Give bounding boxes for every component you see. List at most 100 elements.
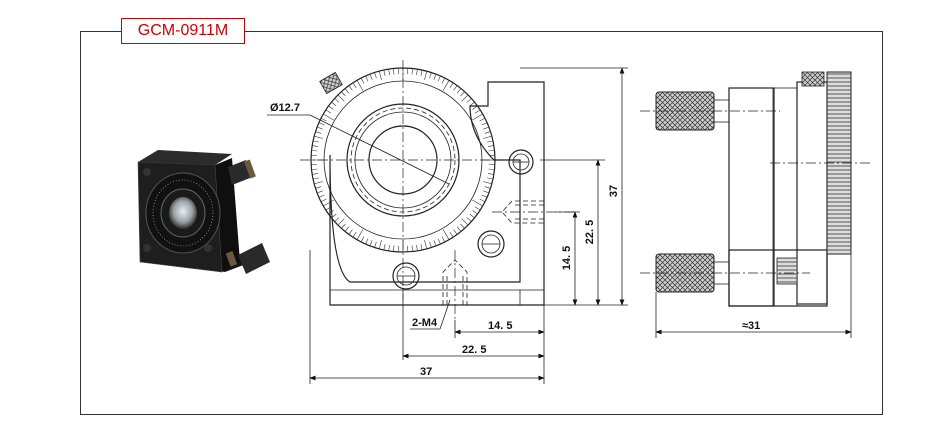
dial-tick [429, 72, 432, 79]
dial-tick [314, 135, 323, 139]
drawing-frame [80, 31, 883, 415]
dial-tick [312, 140, 319, 143]
dial-tick [420, 69, 423, 76]
dial-tick [460, 223, 465, 229]
screw-hole-right [508, 149, 534, 175]
dial-tick [334, 217, 340, 222]
dial-tick [360, 236, 365, 243]
width-offset-14-5: 14. 5 [488, 320, 512, 332]
dial-tick [420, 244, 423, 251]
dial-tick [337, 218, 345, 226]
dial-tick [469, 213, 475, 219]
dial-tick [314, 181, 323, 185]
dial-tick [472, 199, 483, 207]
dial-tick [318, 122, 325, 126]
dial-tick [441, 236, 446, 243]
dial-tick [383, 244, 386, 251]
dial-tick [453, 85, 458, 91]
dial-tick [460, 91, 465, 97]
dial-tick [484, 131, 491, 134]
dial-tick [331, 213, 337, 219]
dial-tick [317, 126, 323, 130]
dial-tick [320, 198, 327, 203]
dial-tick [393, 245, 395, 252]
dial-tick [474, 206, 481, 211]
dial-tick [433, 74, 437, 80]
dial-tick [466, 98, 472, 103]
dial-tick [484, 186, 491, 189]
dial-tick [348, 229, 353, 235]
dial-tick [474, 109, 481, 114]
height-offset-14-5: 14. 5 [561, 246, 573, 270]
dial-tick [356, 229, 364, 240]
dial-tick [416, 244, 418, 251]
dial-tick [442, 229, 450, 240]
dial-tick [487, 145, 494, 147]
dial-tick [365, 75, 369, 82]
dial-tick [344, 226, 350, 232]
dial-tick [483, 135, 492, 139]
dial-tick [315, 186, 322, 189]
dial-tick [378, 71, 382, 80]
product-photo [137, 150, 270, 274]
dial-tick [374, 241, 377, 248]
dial-tick [424, 240, 428, 249]
model-label: GCM-0911M [121, 18, 245, 44]
dial-tick [483, 190, 489, 194]
screw-hole-lower-right [477, 230, 505, 258]
dial-tick [344, 88, 350, 94]
dial-tick [449, 231, 454, 238]
dial-tick [334, 98, 340, 103]
dial-tick [317, 190, 323, 194]
dial-tick [374, 72, 377, 79]
dial-tick [411, 245, 413, 252]
dial-tick [388, 69, 390, 76]
side-view: ≈31 [640, 71, 870, 338]
dial-tick [331, 101, 337, 107]
dial-tick [388, 244, 390, 251]
dial-tick [487, 140, 494, 143]
dial-tick [312, 173, 319, 175]
height-total-dimension: 37 [608, 185, 620, 197]
dial-tick [341, 91, 346, 97]
dial-tick [369, 74, 373, 80]
dial-tick [352, 231, 357, 238]
dial-tick [411, 68, 413, 75]
dial-tick [488, 168, 495, 170]
dial-tick [483, 181, 492, 185]
dial-tick [488, 150, 495, 152]
dial-tick [437, 238, 441, 245]
dial-tick [352, 82, 357, 89]
dial-tick [487, 177, 494, 180]
front-view: Ø12.7 [267, 60, 628, 384]
width-total-dimension: 37 [420, 366, 432, 378]
dial-tick [487, 173, 494, 175]
width-offset-22-5: 22. 5 [462, 344, 486, 356]
screw-hole-bottom [392, 262, 420, 290]
dial-tick [360, 77, 365, 84]
dial-tick [472, 210, 478, 215]
dial-tick [323, 199, 334, 207]
thread-hole-bottom [442, 250, 468, 320]
dial-tick [461, 218, 469, 226]
aperture-dimension: Ø12.7 [270, 102, 300, 114]
dial-tick [337, 94, 345, 102]
dial-tick [378, 240, 382, 249]
dial-tick [312, 177, 319, 180]
dial-tick [356, 80, 364, 91]
dial-tick [433, 240, 437, 246]
dial-tick [472, 113, 483, 121]
dial-tick [311, 168, 318, 170]
dial-tick [325, 109, 332, 114]
dial-tick [472, 105, 478, 110]
dial-tick [318, 194, 325, 198]
dial-tick [325, 206, 332, 211]
dial-tick [348, 85, 353, 91]
dial-tick [320, 117, 327, 122]
dial-tick [437, 75, 441, 82]
dial-tick [441, 77, 446, 84]
dial-tick [323, 113, 334, 121]
dial-tick [442, 80, 450, 91]
dial-tick [449, 82, 454, 89]
